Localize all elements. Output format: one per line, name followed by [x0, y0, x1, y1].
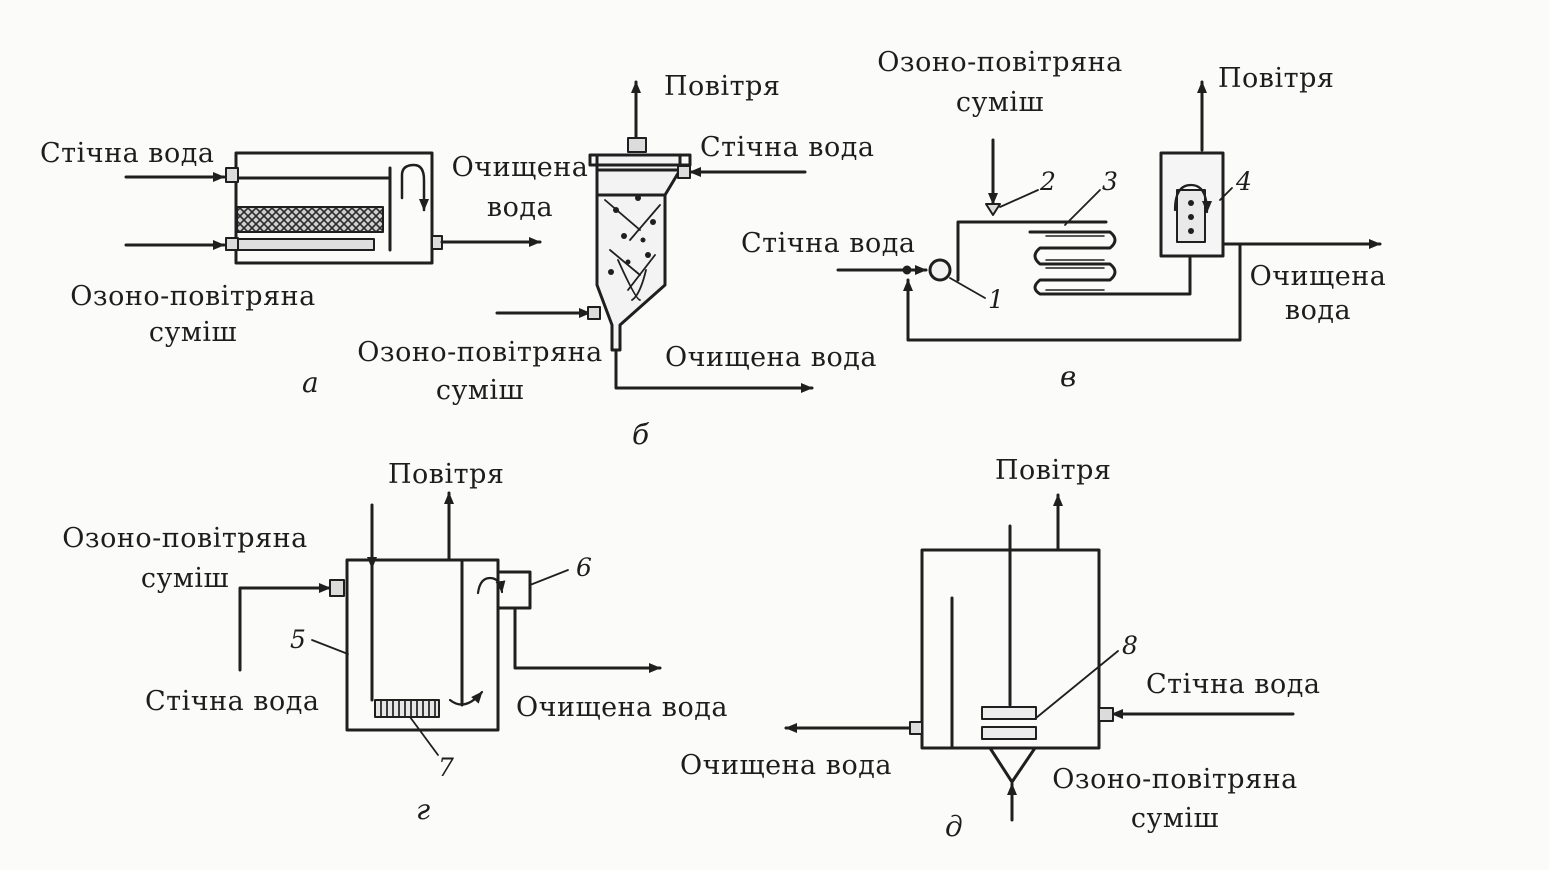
- label-d-waste-water: Стічна вода: [1146, 669, 1321, 700]
- component-number-1: 1: [988, 285, 1004, 314]
- label-b-ozone-air-mix-line2: суміш: [435, 375, 525, 406]
- panel-a-reactor: [124, 151, 542, 265]
- panel-label-v: в: [1060, 360, 1077, 393]
- component-number-3: 3: [1102, 167, 1118, 196]
- label-d-ozone-air-mix-line2: суміш: [1130, 803, 1220, 834]
- panel-d-reactor: [784, 493, 1295, 822]
- label-a-ozone-air-mix-line1: Озоно-повітряна: [70, 281, 316, 312]
- panel-b-column-reactor: [495, 80, 814, 393]
- label-g-waste-water: Стічна вода: [145, 686, 320, 717]
- label-a-purified-line2: вода: [486, 192, 554, 223]
- label-v-ozone-air-mix-line1: Озоно-повітряна: [877, 47, 1123, 78]
- label-b-ozone-air-mix-line1: Озоно-повітряна: [357, 337, 603, 368]
- label-b-waste-water: Стічна вода: [700, 132, 875, 163]
- component-number-8: 8: [1122, 631, 1138, 660]
- panel-label-g: г: [416, 793, 431, 826]
- label-g-purified-water: Очищена вода: [516, 692, 728, 723]
- label-d-ozone-air-mix-line1: Озоно-повітряна: [1052, 764, 1298, 795]
- label-g-ozone-air-mix-line2: суміш: [140, 563, 230, 594]
- component-number-7: 7: [438, 753, 454, 782]
- label-b-purified-water: Очищена вода: [665, 342, 877, 373]
- label-v-purified-line1: Очищена: [1249, 261, 1387, 292]
- label-g-ozone-air-mix-line1: Озоно-повітряна: [62, 523, 308, 554]
- panel-label-b: б: [632, 418, 650, 451]
- panel-v-coil-reactor: [836, 80, 1382, 342]
- panel-label-d: д: [945, 810, 963, 843]
- component-number-6: 6: [576, 553, 592, 582]
- label-b-air: Повітря: [664, 71, 781, 102]
- label-v-waste-water: Стічна вода: [741, 228, 916, 259]
- label-g-air: Повітря: [388, 459, 505, 490]
- label-a-ozone-air-mix-line2: суміш: [148, 317, 238, 348]
- label-a-purified-line1: Очищена: [451, 152, 589, 183]
- component-number-2: 2: [1040, 167, 1056, 196]
- component-number-4: 4: [1236, 167, 1252, 196]
- leader-lines: [311, 187, 1233, 756]
- label-v-ozone-air-mix-line2: суміш: [955, 87, 1045, 118]
- label-v-purified-line2: вода: [1284, 295, 1352, 326]
- component-number-5: 5: [290, 625, 306, 654]
- panel-g-reactor: [238, 491, 662, 732]
- label-a-waste-water: Стічна вода: [40, 138, 215, 169]
- panel-label-a: а: [302, 366, 319, 399]
- label-v-air: Повітря: [1218, 63, 1335, 94]
- label-d-purified-water: Очищена вода: [680, 750, 892, 781]
- label-d-air: Повітря: [995, 455, 1112, 486]
